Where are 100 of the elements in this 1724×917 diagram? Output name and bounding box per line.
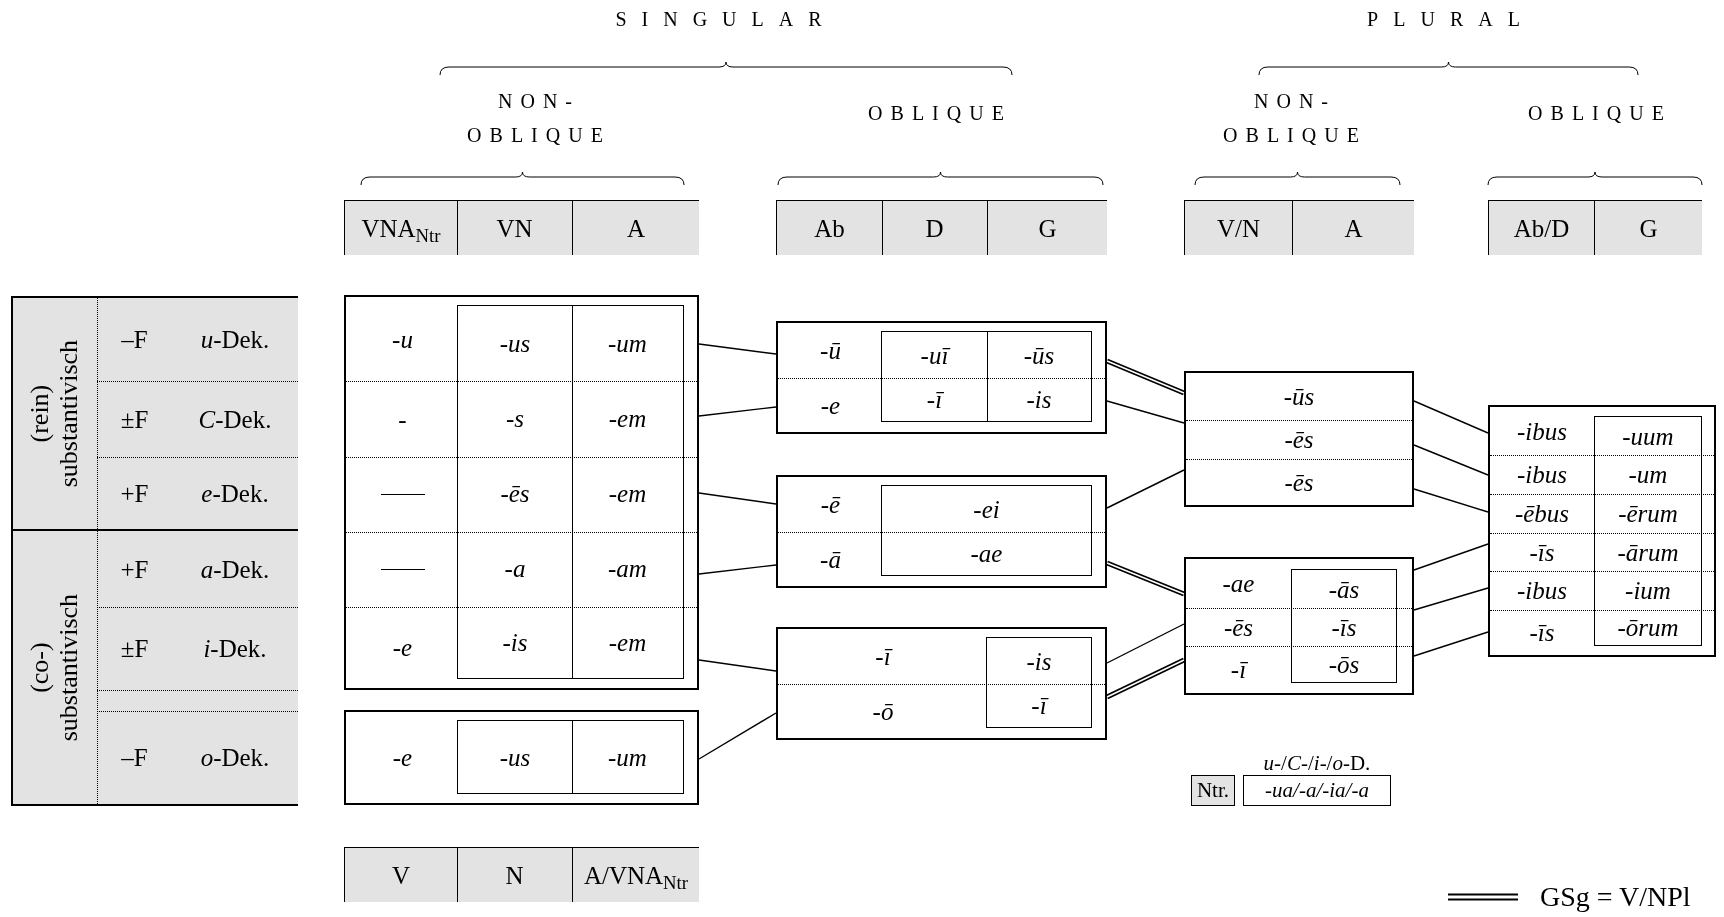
ending-text: -ibus xyxy=(1517,462,1567,487)
ending-text: -ērum xyxy=(1618,501,1678,526)
section-heading: PLURAL xyxy=(1367,7,1535,32)
ending-text: -ei xyxy=(973,496,1000,522)
feature-label: +F xyxy=(120,480,149,506)
ending-text: -s xyxy=(505,405,525,431)
ending-text: -e xyxy=(820,392,841,418)
suffix-box: -ua/-a/-ia/-a xyxy=(1243,775,1391,806)
tag-text: Ntr. xyxy=(1196,780,1230,801)
section-heading: SINGULAR xyxy=(615,7,837,32)
ending-text: -us xyxy=(499,330,531,356)
ending-text: -ēs xyxy=(1284,427,1314,452)
ending-text: -ium xyxy=(1625,578,1671,603)
ending-box xyxy=(344,710,699,805)
ending-inner-box xyxy=(986,637,1092,728)
ending-inner-box xyxy=(1594,416,1702,646)
ending-text: -ēs xyxy=(500,481,530,506)
ending-text: -em xyxy=(608,405,647,431)
ending-text: -ēs xyxy=(1223,614,1254,640)
connector-line xyxy=(698,712,777,760)
group-label: (rein) substantivisch xyxy=(26,338,84,490)
ending-text: -īs xyxy=(1331,614,1357,640)
ending-box xyxy=(1184,557,1414,695)
ending-box xyxy=(776,475,1107,588)
declension-label: o-Dek. xyxy=(200,745,270,770)
group-label: (co-) substantivisch xyxy=(26,592,84,744)
ending-text: -uī xyxy=(920,342,949,368)
case-label: VNA$_{Ntr}$ xyxy=(361,216,441,241)
declension-label: a-Dek. xyxy=(200,556,270,582)
feature-label: ±F xyxy=(120,636,149,661)
header-band xyxy=(776,200,1107,255)
connector-line xyxy=(1413,488,1489,513)
connector-line xyxy=(1413,400,1489,434)
ending-text: -ārum xyxy=(1617,539,1679,565)
feature-label: +F xyxy=(120,556,149,582)
case-label: G xyxy=(1038,216,1057,241)
ending-box xyxy=(344,295,699,690)
ending-text: -ī xyxy=(1031,693,1047,718)
section-heading: OBLIQUE xyxy=(868,101,1012,126)
section-heading: OBLIQUE xyxy=(1528,101,1672,126)
header-band xyxy=(1184,200,1414,255)
case-label: G xyxy=(1639,216,1658,241)
case-label: V/N xyxy=(1216,216,1261,241)
ending-text: -e xyxy=(392,745,413,770)
legend-text: GSg = V/NPl xyxy=(1540,883,1691,911)
header-band xyxy=(344,200,699,255)
case-label: A xyxy=(1344,216,1363,241)
declension-label: u-Dek. xyxy=(200,327,270,352)
header-band xyxy=(344,847,699,902)
ending-text: -ēs xyxy=(1284,469,1314,495)
ending-inner-box xyxy=(1291,569,1397,683)
ending-text: - xyxy=(398,406,407,432)
ending-text: -ūs xyxy=(1283,384,1315,409)
ending-text: -ōs xyxy=(1328,651,1360,677)
ending-text: -ibus xyxy=(1517,418,1567,444)
ending-text: -us xyxy=(499,744,531,770)
case-label: Ab/D xyxy=(1513,216,1570,241)
ending-text: -ae xyxy=(1222,571,1255,596)
feature-label: –F xyxy=(121,745,148,770)
case-label: D xyxy=(925,216,944,241)
connector-line xyxy=(1413,444,1489,476)
connector-line xyxy=(1413,543,1489,571)
ending-text: -u xyxy=(392,326,413,352)
ending-text: -e xyxy=(392,635,413,660)
ending-text: -is xyxy=(1026,648,1052,674)
section-heading: NON- OBLIQUE xyxy=(466,89,612,148)
connector-line xyxy=(1106,400,1185,424)
connector-line xyxy=(698,343,777,355)
ending-text: -īs xyxy=(1529,620,1555,645)
ending-text: -a xyxy=(504,556,526,581)
ending-box xyxy=(1184,371,1414,507)
connector-line xyxy=(1106,469,1185,509)
case-label: A/VNA$_{Ntr}$ xyxy=(583,863,689,888)
ending-text: -ī xyxy=(1230,657,1247,682)
ending-inner-box xyxy=(457,305,684,679)
header-band xyxy=(1488,200,1702,255)
feature-label: ±F xyxy=(120,406,149,432)
ending-text: -em xyxy=(608,481,647,506)
ending-text: -ēbus xyxy=(1514,501,1570,526)
connector-line xyxy=(1106,560,1185,597)
case-label: N xyxy=(505,863,524,888)
ending-text: -am xyxy=(608,556,647,581)
connector-line xyxy=(698,406,777,417)
case-label: A xyxy=(626,216,646,241)
connector-line xyxy=(698,659,777,672)
ending-box xyxy=(776,321,1107,434)
column-caption: u-/C-/i-/o-D. xyxy=(1263,753,1371,774)
ending-text: -uum xyxy=(1622,423,1674,449)
connector-line xyxy=(698,492,777,505)
ending-text: -ā xyxy=(820,546,841,572)
ending-box xyxy=(776,627,1107,740)
case-label: V xyxy=(391,863,411,888)
connector-line xyxy=(1106,358,1185,396)
table-group xyxy=(11,296,298,529)
ending-inner-box xyxy=(457,720,684,794)
ending-text: -ūs xyxy=(1023,342,1055,368)
ending-text: -ē xyxy=(820,492,841,517)
ending-text: -ī xyxy=(926,387,943,412)
case-label: VN xyxy=(496,216,533,241)
ending-text: -ōrum xyxy=(1617,615,1679,640)
